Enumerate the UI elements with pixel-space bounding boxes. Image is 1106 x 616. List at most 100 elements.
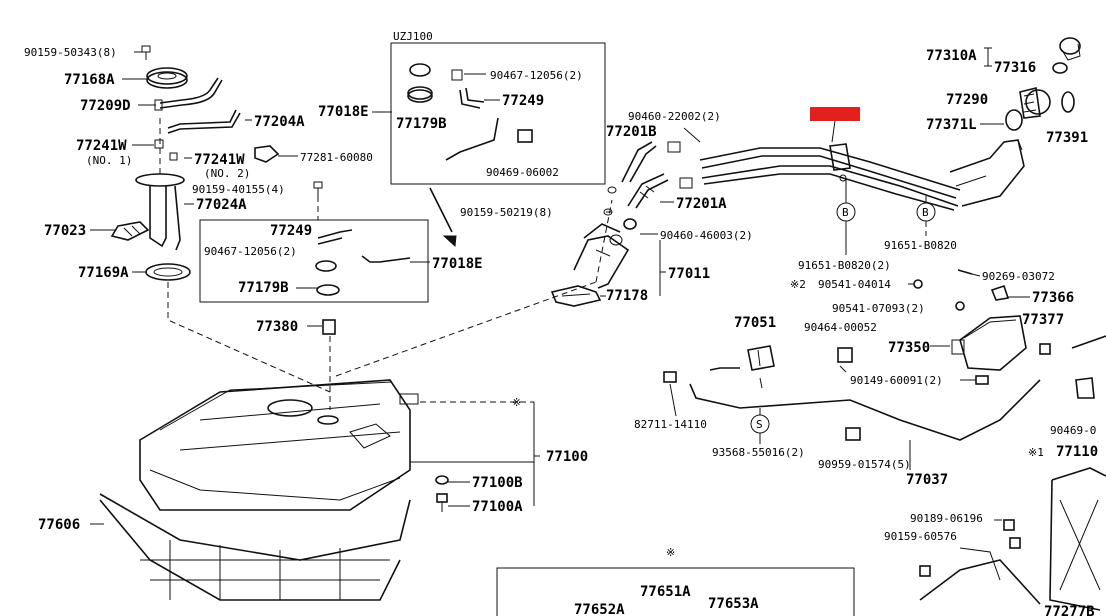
gasket-77391-icon xyxy=(1061,91,1075,113)
part-label: 77011 xyxy=(668,266,710,282)
part-label: 77651A xyxy=(640,584,691,600)
cable-lower-right-icon xyxy=(1071,335,1106,349)
part-label: 77316 xyxy=(994,60,1036,76)
protector-77277b-icon xyxy=(919,547,1041,605)
gasket-77178-icon xyxy=(550,285,602,307)
sub-assembly-box xyxy=(199,219,429,303)
valve-77179b-lower-icon xyxy=(315,260,340,296)
part-label: 77201A xyxy=(676,196,727,212)
hose-77201a-icon xyxy=(627,173,669,209)
part-label: 90460-46003(2) xyxy=(660,229,753,242)
reference-b-label: B xyxy=(842,206,849,219)
part-label: 77100 xyxy=(546,449,588,465)
part-label: 77606 xyxy=(38,517,80,533)
part-label: 77179B xyxy=(396,116,447,132)
part-label: 77024A xyxy=(196,197,247,213)
vent-valve-77380-icon xyxy=(322,319,336,335)
note-marker-label: ※ xyxy=(512,396,521,409)
gasket-77169a-icon xyxy=(145,263,191,281)
hose-77249-lower-icon xyxy=(317,229,353,245)
part-label: 77380 xyxy=(256,319,298,335)
valve-77179b-upper-icon xyxy=(407,63,433,103)
note-marker-label: ※1 xyxy=(1028,446,1044,459)
bolt-90159-60576-icon xyxy=(1009,537,1021,549)
part-label: 90460-22002(2) xyxy=(628,110,721,123)
switch-82711-icon xyxy=(663,371,677,383)
part-label: 82711-14110 xyxy=(634,418,707,431)
lower-sub-box xyxy=(496,567,855,616)
part-label: 90541-07093(2) xyxy=(832,302,925,315)
hose-77249-upper-icon xyxy=(451,69,485,109)
part-label: 93568-55016(2) xyxy=(712,446,805,459)
part-label: 90159-60576 xyxy=(884,530,957,543)
note-marker-label: ※2 xyxy=(790,278,806,291)
part-label: 77241W xyxy=(76,138,127,154)
part-label: 77100A xyxy=(472,499,523,515)
uzj100-box xyxy=(390,42,606,185)
part-label: 77179B xyxy=(238,280,289,296)
part-label: 90467-12056(2) xyxy=(204,245,297,258)
highlight-marker xyxy=(810,107,860,121)
part-label: 77100B xyxy=(472,475,523,491)
part-label: 77241W xyxy=(194,152,245,168)
part-label: 77391 xyxy=(1046,130,1088,146)
part-label: 77169A xyxy=(78,265,129,281)
part-label: 77037 xyxy=(906,472,948,488)
cable-77037-icon xyxy=(689,367,1041,441)
protector-77606-icon xyxy=(99,493,411,601)
hose-77201b-icon xyxy=(621,141,657,183)
part-label: 90149-60091(2) xyxy=(850,374,943,387)
part-label: 77110 xyxy=(1056,444,1098,460)
clip-90541-04014-icon xyxy=(913,279,923,289)
hose-90269-icon xyxy=(957,269,973,275)
reference-s-label: S xyxy=(756,418,763,431)
hose-77290-icon xyxy=(1019,87,1051,119)
tank-band-77110-icon xyxy=(1049,467,1106,611)
inlet-pipe-77011-icon xyxy=(573,223,630,289)
bumper-77377-icon xyxy=(1039,343,1051,355)
gasket-77316-icon xyxy=(1052,62,1068,74)
hose-90469-upper-icon xyxy=(445,117,499,161)
ring-77371l-icon xyxy=(1005,109,1023,131)
part-label: 77290 xyxy=(946,92,988,108)
bolt-90149-60091-icon xyxy=(975,375,989,385)
part-label: 77310A xyxy=(926,48,977,64)
bracket-77366-icon xyxy=(990,284,1010,301)
part-label: (NO. 1) xyxy=(86,154,132,167)
clamp-90460-22002-icon xyxy=(667,141,693,189)
fuel-cap-77310a-icon xyxy=(1059,37,1081,61)
hose-90467-lower-icon xyxy=(361,255,411,263)
model-code-label: UZJ100 xyxy=(393,30,433,43)
fuel-lid-77350-icon xyxy=(951,315,1027,371)
part-label: 77281-60080 xyxy=(300,151,373,164)
hose-77209d-icon xyxy=(154,77,223,111)
bolt-90159-40155-icon xyxy=(313,181,323,196)
reference-b-label: B xyxy=(922,206,929,219)
clip-90541-07093-icon xyxy=(955,301,965,311)
part-label: 77653A xyxy=(708,596,759,612)
pipe-77204a-icon xyxy=(167,109,241,134)
clip-90469-06002-icon xyxy=(517,129,533,143)
part-label: 77377 xyxy=(1022,312,1064,328)
filter-77023-icon xyxy=(110,221,150,241)
part-label: (NO. 2) xyxy=(204,167,250,180)
part-label: 77204A xyxy=(254,114,305,130)
clamp-90959-icon xyxy=(845,427,861,441)
part-label: 77371L xyxy=(926,117,977,133)
bolt-90189-06196-icon xyxy=(1003,519,1015,531)
part-label: 90159-40155(4) xyxy=(192,183,285,196)
bolt-77100a-icon xyxy=(436,493,448,512)
clip-90464-00052-icon xyxy=(837,347,853,363)
part-label: 77277B xyxy=(1044,604,1095,616)
note-marker-label: ※ xyxy=(666,546,675,559)
part-label: 77209D xyxy=(80,98,131,114)
fuel-tank-77100-icon xyxy=(139,379,419,511)
bolt-77100b-icon xyxy=(435,475,449,485)
part-label: 90269-03072 xyxy=(982,270,1055,283)
part-label: 90467-12056(2) xyxy=(490,69,583,82)
opener-77051-icon xyxy=(747,345,775,371)
clamp-90460-46003-icon xyxy=(603,186,637,230)
part-label: 90159-50219(8) xyxy=(460,206,553,219)
filler-pipe-icon xyxy=(949,139,1025,207)
part-label: 90464-00052 xyxy=(804,321,877,334)
